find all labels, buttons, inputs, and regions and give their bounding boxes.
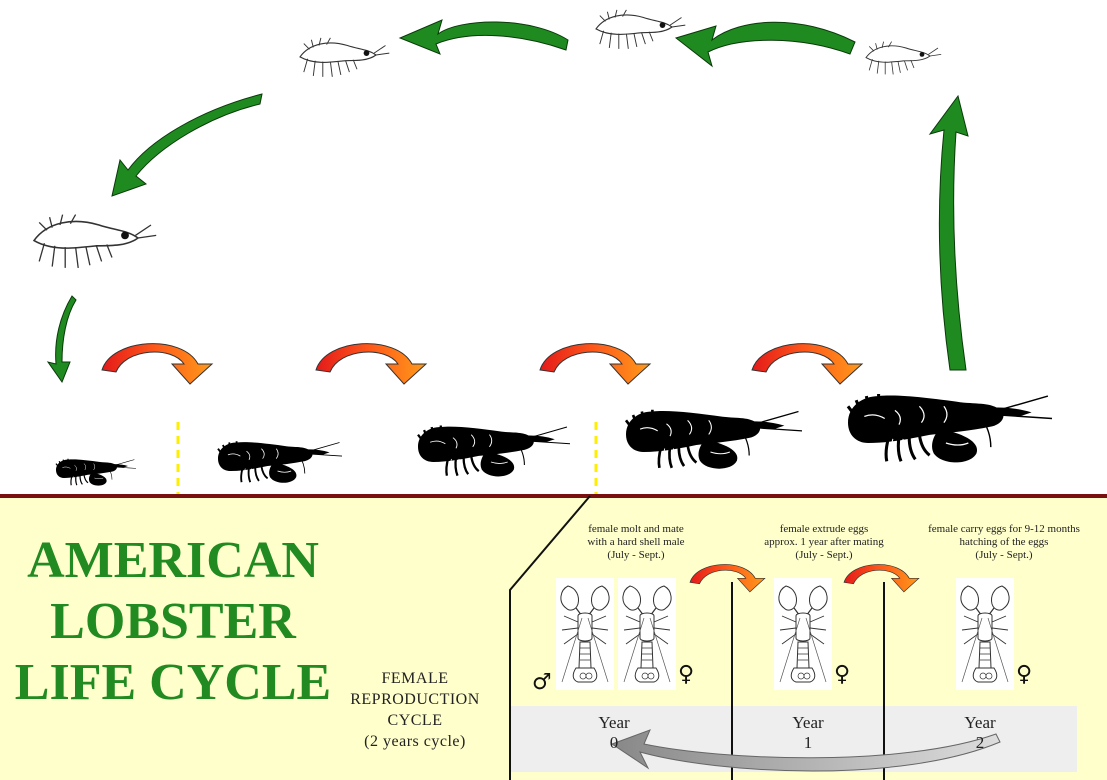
caption-extrusion-line-2: approx. 1 year after mating [744,536,904,549]
female-symbol-extruding: ♀ [834,664,850,686]
postlarva [34,215,156,268]
female-lobster-sketch-extruding [774,578,832,690]
caption-mating-line-2: with a hard shell male [566,536,706,549]
adult-lobster [626,410,802,470]
female-lobster-sketch-carrying [956,578,1014,690]
year-0: Year 0 [574,713,654,753]
title-line-1: AMERICAN [8,530,338,591]
molt-arrow-3 [540,344,650,384]
title-line-3: LIFE CYCLE [8,652,338,713]
cycle-label-line-3: CYCLE [320,710,510,731]
cycle-label-line-2: REPRODUCTION [320,689,510,710]
juvenile-lobster-small [56,459,136,486]
female-symbol-carrying: ♀ [1016,664,1032,686]
caption-mating: female molt and mate with a hard shell m… [566,523,706,562]
male-symbol: ♂ [532,672,552,694]
caption-extrusion: female extrude eggs approx. 1 year after… [744,523,904,562]
green-arrow-down [48,296,76,382]
larval-cycle-arrows [48,20,968,382]
juvenile-lobster-medium [218,441,342,483]
year-0-label: Year [574,713,654,733]
caption-mating-line-3: (July - Sept.) [566,549,706,562]
molt-arrow-1 [102,344,212,384]
title-line-2: LOBSTER [8,591,338,652]
larva-stage-2 [300,38,389,77]
year-1-number: 1 [768,733,848,753]
year-2-label: Year [940,713,1020,733]
cycle-label-line-4: (2 years cycle) [320,731,510,752]
year-0-number: 0 [574,733,654,753]
female-symbol-mating: ♀ [678,664,694,686]
green-arrow-top-left [400,20,568,54]
molt-arrow-2 [316,344,426,384]
caption-hatching-line-3: (July - Sept.) [902,549,1106,562]
panel-molt-arrow-1 [690,564,765,591]
caption-extrusion-line-3: (July - Sept.) [744,549,904,562]
male-lobster-sketch [556,578,614,690]
mature-lobster [848,394,1052,463]
year-2: Year 2 [940,713,1020,753]
year-1: Year 1 [768,713,848,753]
female-lobster-sketch-mating [618,578,676,690]
caption-mating-line-1: female molt and mate [566,523,706,536]
caption-hatching: female carry eggs for 9-12 months hatchi… [902,523,1106,562]
panel-molt-arrow-2 [844,564,919,591]
green-arrow-top-right [676,22,855,66]
caption-extrusion-line-1: female extrude eggs [744,523,904,536]
caption-hatching-line-1: female carry eggs for 9-12 months [902,523,1106,536]
molt-arrow-4 [752,344,862,384]
year-1-label: Year [768,713,848,733]
larva-stage-3 [596,10,685,49]
diagram-title: AMERICAN LOBSTER LIFE CYCLE [8,530,338,713]
larva-stage-1 [866,42,941,75]
cycle-label-line-1: FEMALE [320,668,510,689]
caption-hatching-line-2: hatching of the eggs [902,536,1106,549]
juvenile-lobster-large [418,426,570,478]
year-2-number: 2 [940,733,1020,753]
green-arrow-left [112,94,262,196]
green-arrow-up-right [930,96,968,370]
reproduction-cycle-label: FEMALE REPRODUCTION CYCLE (2 years cycle… [320,668,510,752]
